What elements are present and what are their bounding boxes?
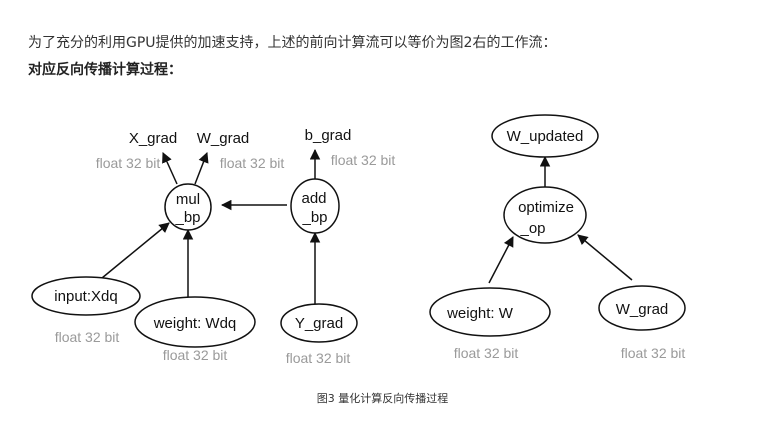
w-grad-node-bits: float 32 bit (621, 345, 686, 361)
figure-caption: 图3 量化计算反向传播过程 (316, 392, 449, 405)
input-node-label: input:Xdq (54, 288, 117, 305)
input-bits: float 32 bit (55, 329, 120, 345)
edge-wgrad-to-optimize (577, 234, 633, 281)
weight-node-label: weight: Wdq (153, 315, 237, 332)
backprop-figure: X_grad W_grad b_grad float 32 bit float … (0, 100, 765, 390)
weight-w-node (429, 287, 551, 337)
backprop-diagram: X_grad W_grad b_grad float 32 bit float … (31, 114, 686, 366)
y-grad-bits: float 32 bit (286, 350, 351, 366)
optimize-op-label-1: optimize (518, 199, 574, 216)
w-grad-output-label: W_grad (197, 130, 250, 147)
add-bp-label-1: add (301, 190, 326, 207)
edge-weight-to-optimize (488, 236, 514, 284)
x-grad-label: X_grad (129, 130, 177, 147)
weight-bits: float 32 bit (163, 347, 228, 363)
add-bp-node (290, 178, 340, 234)
w-grad-node-label: W_grad (616, 301, 669, 318)
mul-bp-label-2: _bp (174, 209, 200, 226)
edge-input-to-mul (101, 222, 170, 279)
y-grad-node-label: Y_grad (295, 315, 343, 332)
weight-w-label: weight: W (446, 305, 514, 322)
edge-mul-to-xgrad (162, 152, 178, 185)
w-updated-label: W_updated (507, 128, 584, 145)
add-bp-label-2: _bp (301, 209, 327, 226)
weight-w-bits: float 32 bit (454, 345, 519, 361)
y-grad-node (280, 303, 358, 343)
intro-paragraph: 为了充分的利用GPU提供的加速支持，上述的前向计算流可以等价为图2右的工作流： (28, 35, 557, 51)
edge-mul-to-wgrad (194, 152, 209, 185)
w-grad-node (598, 285, 686, 331)
section-heading: 对应反向传播计算过程： (28, 62, 182, 78)
x-grad-bits: float 32 bit (96, 155, 161, 171)
mul-bp-label-1: mul (176, 191, 200, 208)
w-grad-bits: float 32 bit (220, 155, 285, 171)
weight-node (134, 296, 256, 348)
b-grad-label: b_grad (305, 127, 352, 144)
input-node (31, 276, 141, 316)
optimize-op-label-2: _op (519, 220, 545, 237)
optimize-op-node (503, 186, 587, 244)
b-grad-bits: float 32 bit (331, 152, 396, 168)
mul-bp-node (164, 183, 212, 231)
w-updated-node (491, 114, 599, 158)
